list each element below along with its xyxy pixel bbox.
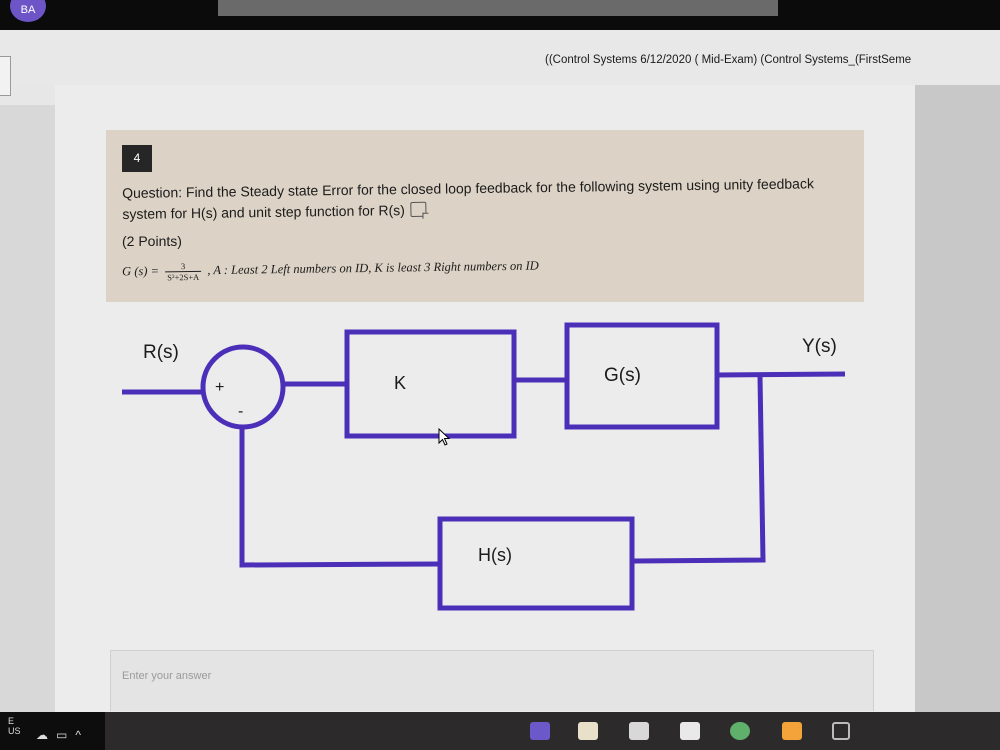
sum-plus-sign: + [215,379,224,396]
question-panel [106,130,864,302]
system-tray-icons[interactable]: ☁▭^ [36,728,89,742]
output-label: Y(s) [802,336,837,357]
right-panel [915,85,1000,718]
g-block [564,322,720,430]
form-title: ((Control Systems 6/12/2020 ( Mid-Exam) … [545,54,912,66]
mail-icon[interactable] [782,722,802,740]
answer-placeholder: Enter your answer [122,670,212,682]
mouse-cursor-icon [438,428,451,446]
k-block [344,329,517,439]
windows-taskbar [0,712,1000,750]
browser-tab-strip [218,0,778,16]
photos-icon[interactable] [578,722,598,740]
feedback-left-wire [239,428,441,568]
left-gutter [0,105,55,718]
question-points: (2 Points) [122,233,182,249]
top-bezel [0,0,1000,30]
language-indicator[interactable]: E US [8,716,21,736]
store-icon[interactable] [680,722,700,740]
taskbar-extra-icon[interactable] [832,722,850,740]
feedback-right-wire [631,375,766,564]
edge-icon[interactable] [730,722,750,740]
question-number: 4 [122,145,152,172]
answer-input[interactable] [110,650,874,711]
sum-minus-sign: - [238,403,243,420]
h-block [437,516,635,611]
g-block-label: G(s) [604,365,641,386]
taskbar-left-area [0,712,105,750]
summing-junction [200,344,286,430]
h-block-label: H(s) [478,545,512,565]
file-explorer-icon[interactable] [629,722,649,740]
user-avatar[interactable]: BA [10,0,46,22]
k-block-label: K [394,373,406,393]
sidebar-toggle[interactable] [0,56,11,96]
input-label: R(s) [143,342,179,363]
teams-icon[interactable] [530,722,550,740]
output-wire [716,371,846,378]
